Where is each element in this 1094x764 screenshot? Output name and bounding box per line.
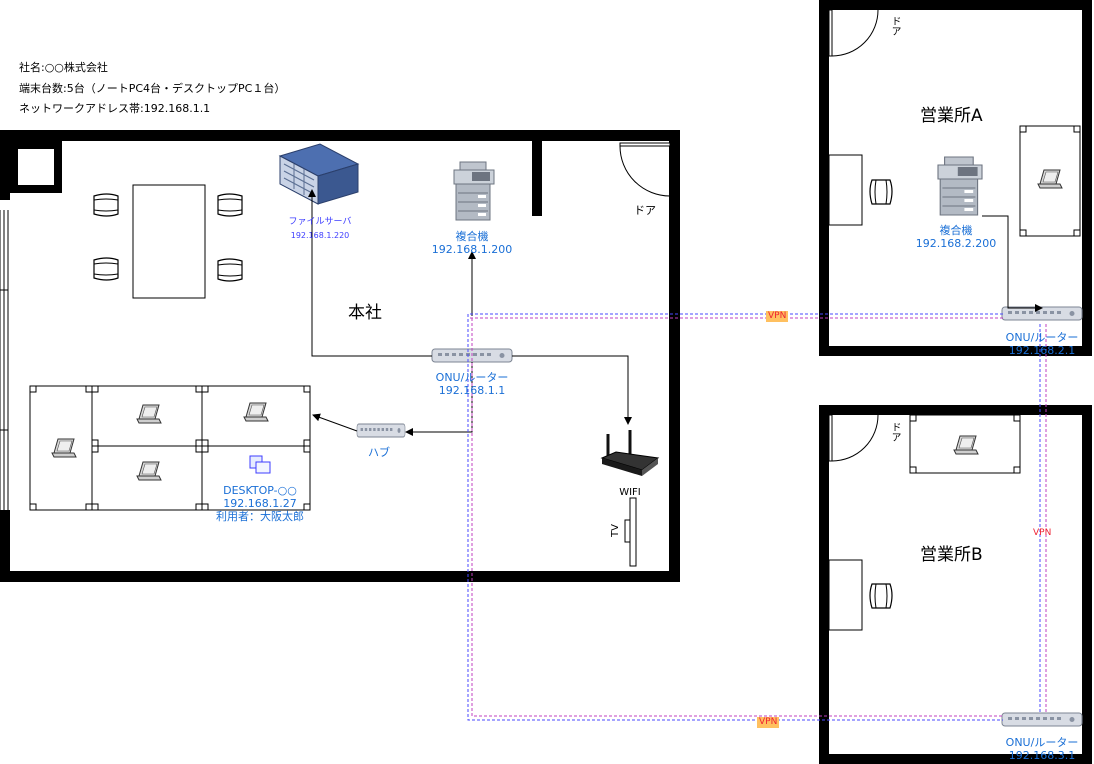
desktop-user: 利用者：大阪太郎: [216, 510, 304, 523]
office-a-title: 営業所A: [920, 106, 983, 126]
wifi-label: WIFI: [619, 487, 641, 498]
hub-icon: [356, 423, 406, 438]
router-icon: [1001, 712, 1083, 727]
tv-label: TV: [610, 524, 621, 537]
office-b-router-ip: 192.168.3.1: [1008, 749, 1076, 762]
vpn-lines: [467, 313, 1047, 721]
hq-mfp-label: 複合機 192.168.1.200: [428, 230, 516, 256]
office-b-title: 営業所B: [920, 545, 983, 565]
office-a-chair: [869, 179, 893, 205]
office-a-router-label: ONU/ルーター 192.168.2.1: [994, 331, 1090, 357]
office-b-walls: [819, 405, 1092, 764]
office-a-door: [828, 9, 879, 57]
hq-mfp-name: 複合機: [455, 230, 489, 243]
office-a-mfp-ip: 192.168.2.200: [915, 237, 997, 250]
office-b-router-label: ONU/ルーター 192.168.3.1: [994, 736, 1090, 762]
mfp-icon: [937, 156, 983, 216]
hq-door-label: ドア: [634, 204, 656, 217]
office-a-router-name: ONU/ルーター: [1005, 331, 1079, 344]
meeting-table: [132, 184, 206, 299]
office-a-router-ip: 192.168.2.1: [1008, 344, 1076, 357]
hq-walls: [0, 130, 680, 582]
hub-label: ハブ: [368, 446, 390, 459]
vpn-label-a: VPN: [766, 311, 789, 322]
hq-title: 本社: [348, 303, 382, 323]
company-name: 社名:○○株式会社: [19, 61, 108, 74]
mfp-icon: [453, 161, 495, 221]
network-range: ネットワークアドレス帯:192.168.1.1: [19, 102, 211, 115]
file-server-label: ファイルサーバ 192.168.1.220: [282, 216, 358, 242]
office-b-router-name: ONU/ルーター: [1005, 736, 1079, 749]
office-b-chair: [869, 583, 893, 609]
wifi-router-icon: [600, 430, 660, 476]
office-b-desk: [828, 414, 1021, 631]
desktop-ip: 192.168.1.27: [223, 497, 297, 510]
office-a-line: [982, 215, 1043, 312]
hq-router-ip: 192.168.1.1: [438, 384, 506, 397]
hq-router-label: ONU/ルーター 192.168.1.1: [424, 371, 520, 397]
office-a-mfp-label: 複合機 192.168.2.200: [912, 224, 1000, 250]
office-b-door: [828, 414, 879, 462]
hq-door: [619, 142, 671, 197]
vpn-label-b: VPN: [757, 717, 780, 728]
hq-window: [0, 210, 9, 510]
desktop-name: DESKTOP-○○: [223, 484, 297, 497]
vpn-label-ab: VPN: [1033, 528, 1052, 538]
desktop-pc-icon: [249, 455, 271, 474]
file-server-ip: 192.168.1.220: [290, 231, 350, 240]
desk-block: [29, 385, 311, 511]
router-icon: [1001, 306, 1083, 321]
file-server-icon: [278, 143, 360, 205]
office-b-door-label: ドア: [889, 422, 900, 442]
file-server-name: ファイルサーバ: [288, 217, 352, 227]
desktop-label: DESKTOP-○○ 192.168.1.27 利用者：大阪太郎: [204, 484, 316, 523]
office-a-mfp-name: 複合機: [939, 224, 973, 237]
terminal-count: 端末台数:5台（ノートPC4台・デスクトップPC１台）: [19, 82, 286, 95]
office-a-walls: [819, 0, 1092, 356]
tv-icon: [624, 497, 637, 567]
hq-router-name: ONU/ルーター: [435, 371, 509, 384]
office-a-door-label: ドア: [889, 16, 900, 36]
hq-mfp-ip: 192.168.1.200: [431, 243, 513, 256]
